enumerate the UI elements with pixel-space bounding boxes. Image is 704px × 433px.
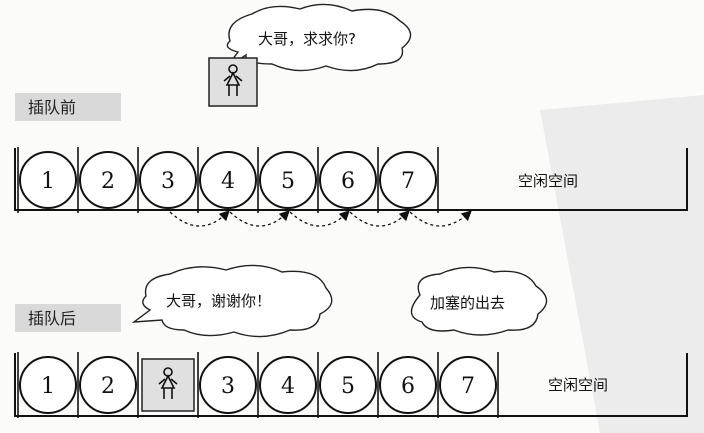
before-label-box	[15, 93, 121, 121]
before-slot: 2	[77, 147, 137, 213]
before-label: 插队前	[28, 98, 76, 117]
before-slot: 3	[137, 147, 197, 213]
after-label: 插队后	[28, 309, 76, 328]
before-cell	[19, 151, 77, 209]
after-slot: 5	[317, 352, 377, 418]
after-slot: 6	[377, 352, 437, 418]
before-free-space: 空闲空间	[518, 172, 578, 190]
after-speech-text: 大哥，谢谢你！	[166, 292, 271, 310]
after-cell-number: 1	[41, 374, 55, 399]
shift-arrow-4-5	[229, 210, 290, 227]
after-slot: 3	[197, 352, 257, 418]
after-cell	[439, 356, 497, 414]
after-slot: 1	[17, 352, 77, 418]
waiting-person	[208, 57, 258, 107]
after-cell-number: 4	[281, 374, 295, 399]
person-icon	[223, 64, 243, 96]
after-cell-number: 2	[101, 374, 115, 399]
after-cell	[259, 356, 317, 414]
before-slot: 4	[197, 147, 257, 213]
before-cell	[199, 151, 257, 209]
after-cell	[79, 356, 137, 414]
after-speech-bubble-2: 加塞的出去	[410, 266, 548, 336]
before-cell-number: 3	[161, 169, 175, 194]
after-cell-number: 3	[221, 374, 235, 399]
waiting-person-box	[208, 57, 258, 107]
after-queue-container	[14, 353, 688, 417]
person-icon	[158, 367, 178, 399]
before-cell	[259, 151, 317, 209]
after-inserted-box	[141, 358, 195, 412]
shift-arrow-5-6	[289, 210, 350, 227]
after-section: 插队后 大哥，谢谢你！ 加塞的出去 1 2 3 4 5 6 7 空闲空间	[14, 264, 688, 418]
before-cells: 1 2 3 4 5 6 7	[17, 147, 439, 213]
before-slot: 5	[257, 147, 317, 213]
watermark	[540, 95, 704, 433]
before-cell-number: 7	[401, 169, 415, 194]
before-slot: 1	[17, 147, 77, 213]
after-cells: 1 2 3 4 5 6 7	[17, 352, 499, 418]
shift-arrows	[169, 210, 472, 227]
after-cell-number: 5	[341, 374, 355, 399]
after-label-box	[15, 304, 121, 332]
shift-arrow-3-4	[169, 210, 230, 227]
after-speech-text-2: 加塞的出去	[430, 294, 505, 312]
after-slot: 4	[257, 352, 317, 418]
after-speech-bubble: 大哥，谢谢你！	[131, 264, 333, 338]
after-slot: 7	[437, 352, 497, 418]
before-speech-text: 大哥，求求你?	[258, 30, 356, 48]
before-cell-number: 4	[221, 169, 235, 194]
before-cell	[139, 151, 197, 209]
before-slot: 7	[377, 147, 437, 213]
before-slot: 6	[317, 147, 377, 213]
after-slot	[137, 352, 195, 418]
before-section: 插队前 大哥，求求你? 1 2 3 4 5 6 7 空闲空间	[14, 3, 688, 227]
after-cell	[19, 356, 77, 414]
shift-arrow-7-free	[409, 210, 472, 227]
before-queue-container	[14, 148, 688, 211]
after-cell	[319, 356, 377, 414]
before-cell	[319, 151, 377, 209]
after-cell	[379, 356, 437, 414]
shift-arrow-6-7	[349, 210, 410, 227]
after-cell	[199, 356, 257, 414]
before-speech-bubble: 大哥，求求你?	[225, 3, 412, 72]
after-free-space: 空闲空间	[548, 376, 608, 394]
before-cell-number: 1	[41, 169, 55, 194]
before-cell-number: 6	[341, 169, 355, 194]
before-cell-number: 5	[281, 169, 295, 194]
before-cell-number: 2	[101, 169, 115, 194]
before-cell	[79, 151, 137, 209]
after-slot: 2	[77, 352, 137, 418]
after-cell-number: 6	[401, 374, 415, 399]
before-cell	[379, 151, 437, 209]
after-cell-number: 7	[461, 374, 475, 399]
